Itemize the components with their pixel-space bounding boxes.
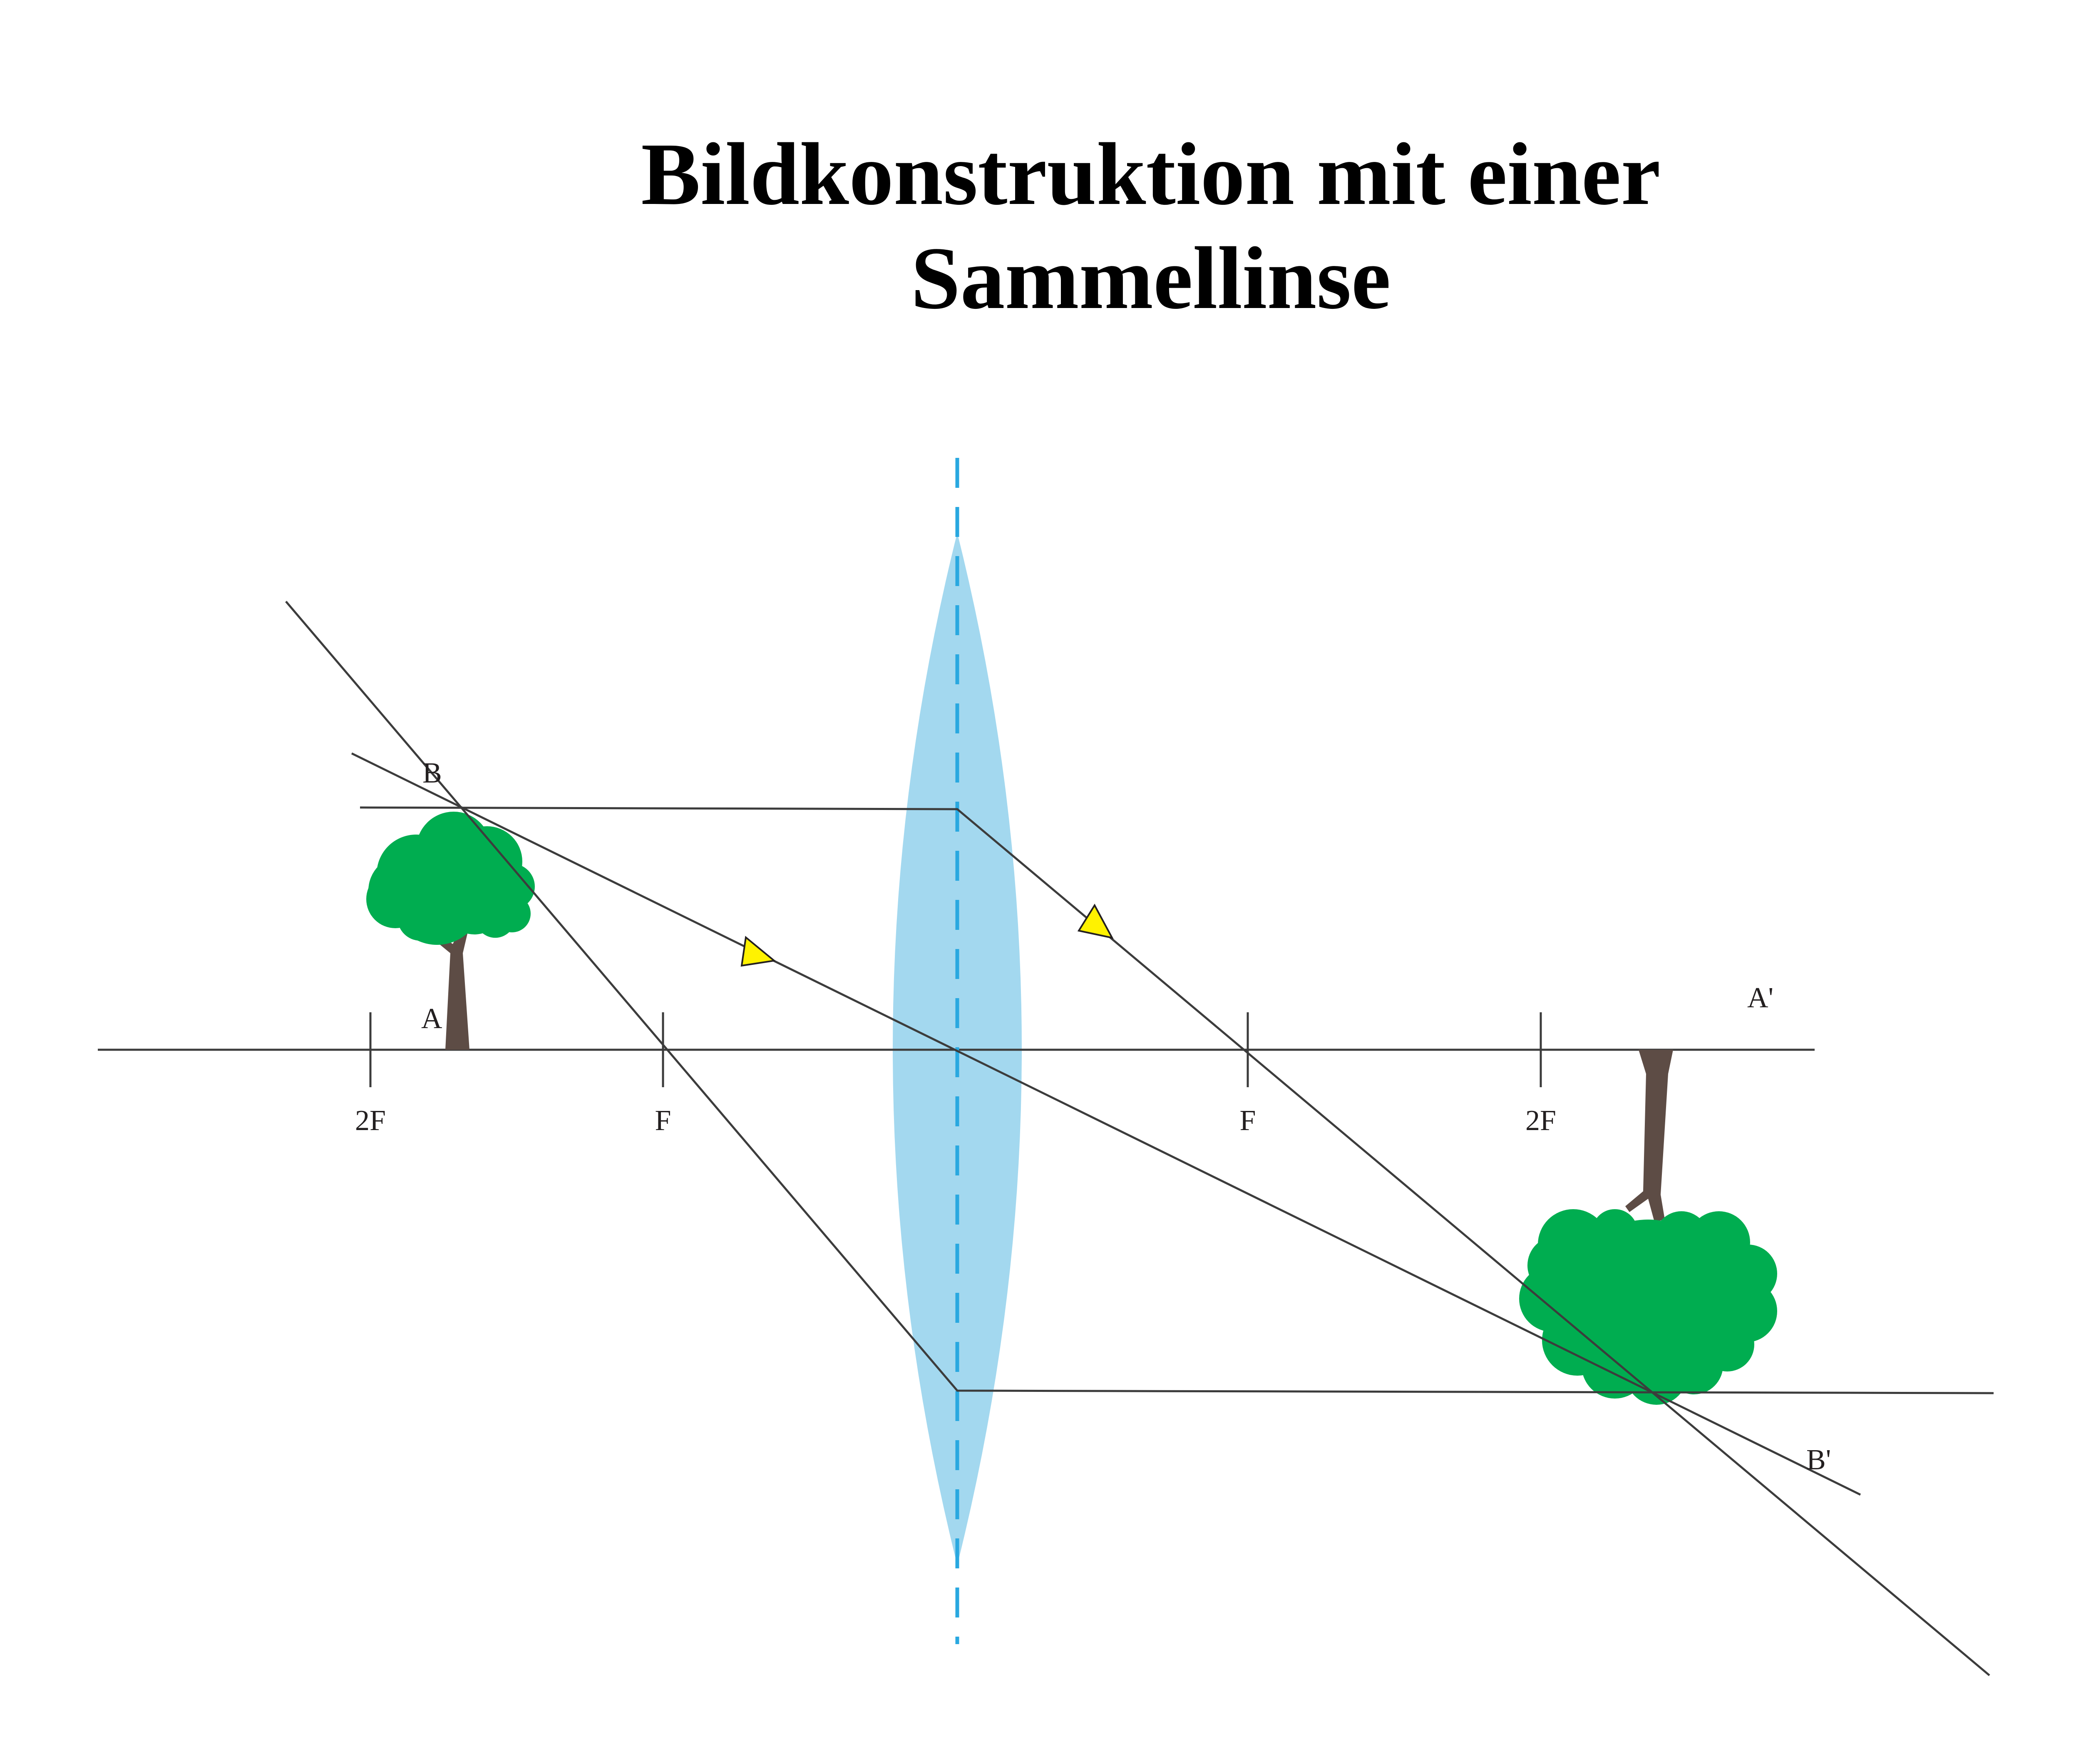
image-tree-inverted-icon <box>1519 1050 1777 1405</box>
label-object-top: B <box>422 757 442 789</box>
label-object-base: A <box>421 1003 442 1035</box>
label-left-2f: 2F <box>355 1105 386 1137</box>
label-left-f: F <box>655 1105 671 1137</box>
object-tree-icon <box>366 812 535 1050</box>
label-image-top: B' <box>1806 1444 1831 1476</box>
label-right-2f: 2F <box>1525 1105 1556 1137</box>
title-line-1: Bildkonstruktion mit einer <box>641 125 1660 224</box>
ray-parallel <box>360 806 1990 1676</box>
object-trunk <box>434 923 469 1050</box>
ray-focal <box>285 601 1994 1394</box>
object-foliage <box>366 812 535 945</box>
label-image-base: A' <box>1747 982 1773 1014</box>
title-line-2: Sammellinse <box>911 229 1391 328</box>
ray-direction-arrow-parallel <box>1077 904 1114 939</box>
image-foliage <box>1519 1209 1777 1405</box>
image-trunk <box>1625 1050 1673 1222</box>
label-right-f: F <box>1240 1105 1256 1137</box>
ray-direction-arrow-central <box>740 936 776 967</box>
ray-central <box>351 752 1861 1496</box>
